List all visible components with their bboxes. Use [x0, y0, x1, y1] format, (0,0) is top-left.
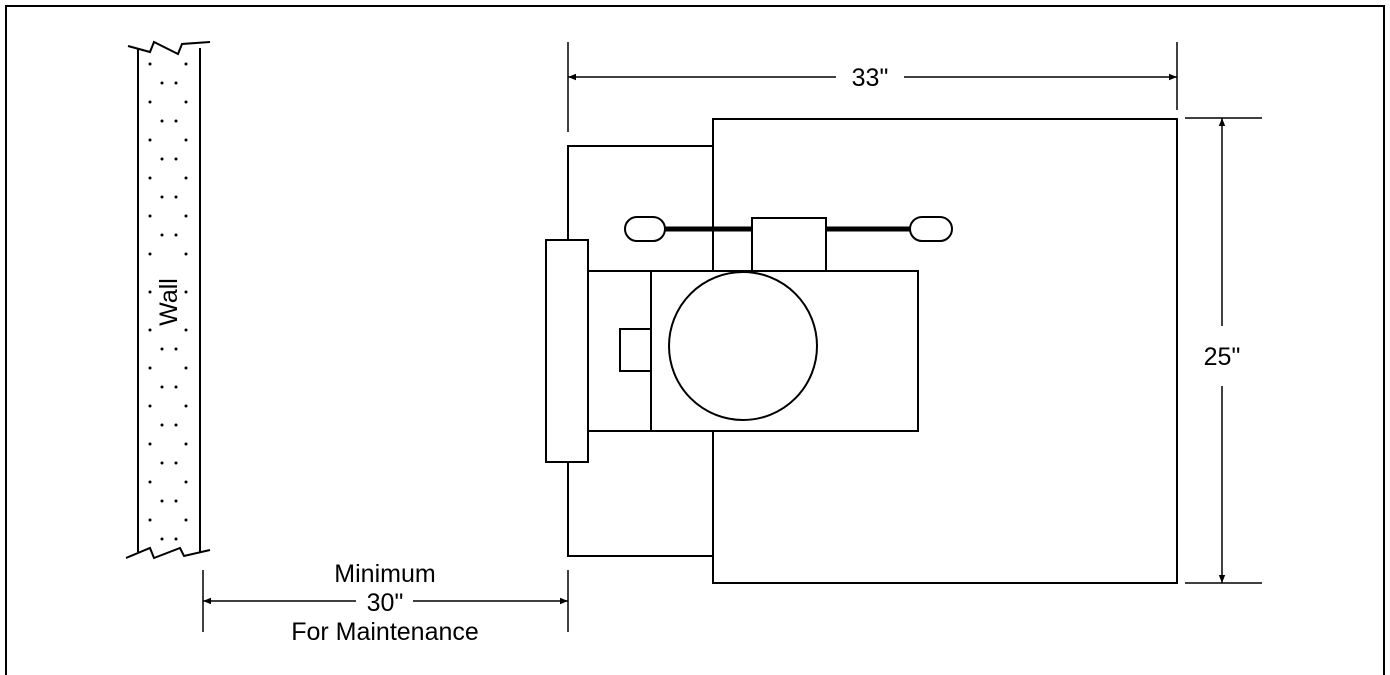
wall-stipple-dot	[148, 100, 152, 104]
wall-stipple-dot	[174, 385, 178, 389]
wall-stipple-dot	[148, 290, 152, 294]
terminal-box	[619, 328, 652, 372]
wall-stipple-dot	[160, 157, 164, 161]
wall-stipple-dot	[174, 347, 178, 351]
wall-stipple-dot	[160, 195, 164, 199]
motor	[668, 271, 818, 421]
wall-stipple-dot	[160, 119, 164, 123]
wall-stipple-dot	[184, 366, 188, 370]
wall-stipple-dot	[174, 81, 178, 85]
maintenance-clearance-dimension: Minimum 30" For Maintenance	[202, 560, 569, 646]
wall-break-bottom	[125, 546, 211, 560]
wall-stipple-dot	[148, 480, 152, 484]
wall-stipple-dot	[148, 518, 152, 522]
float-right	[909, 216, 953, 242]
wall-stipple-dot	[148, 366, 152, 370]
wall-stipple-dot	[148, 404, 152, 408]
wall-label: Wall	[155, 278, 183, 326]
front-access-panel	[545, 239, 589, 463]
wall-stipple-dot	[184, 290, 188, 294]
depth-dimension: 25"	[1185, 117, 1262, 584]
wall-stipple-dot	[184, 404, 188, 408]
float-left	[624, 216, 666, 242]
width-dimension: 33"	[567, 42, 1178, 132]
wall-stipple-dot	[148, 442, 152, 446]
wall-stipple-dot	[184, 214, 188, 218]
wall-stipple-dot	[160, 81, 164, 85]
wall-stipple-dot	[174, 157, 178, 161]
wall-stipple-dot	[184, 480, 188, 484]
clearance-label-minimum: Minimum	[334, 560, 435, 588]
wall-stipple-dot	[184, 518, 188, 522]
wall-stipple-dot	[174, 233, 178, 237]
wall-stipple-dot	[184, 328, 188, 332]
wall-stipple-dot	[174, 499, 178, 503]
wall-stipple-dot	[148, 328, 152, 332]
wall-stipple-dot	[148, 214, 152, 218]
wall-stipple-dot	[174, 119, 178, 123]
wall-stipple-dot	[148, 138, 152, 142]
unit-top-view	[545, 118, 1178, 584]
clearance-label-purpose: For Maintenance	[291, 618, 479, 646]
wall-stipple-dot	[184, 176, 188, 180]
wall-stipple-dot	[174, 195, 178, 199]
wall-stipple-dot	[160, 499, 164, 503]
wall-stipple-dot	[148, 252, 152, 256]
wall-stipple-dot	[160, 537, 164, 541]
wall-stipple-dot	[174, 461, 178, 465]
wall-stipple-dot	[148, 62, 152, 66]
wall-stipple-dot	[174, 537, 178, 541]
wall-stipple	[148, 62, 188, 541]
wall-stipple-dot	[160, 347, 164, 351]
wall-stipple-dot	[184, 100, 188, 104]
width-dimension-label: 33"	[852, 64, 889, 92]
wall-stipple-dot	[160, 385, 164, 389]
wall-stipple-dot	[184, 62, 188, 66]
wall: Wall	[125, 40, 211, 560]
wall-stipple-dot	[184, 252, 188, 256]
wall-break-top	[127, 40, 211, 56]
switch-box	[751, 217, 827, 272]
wall-stipple-dot	[184, 138, 188, 142]
wall-stipple-dot	[174, 423, 178, 427]
wall-stipple-dot	[160, 423, 164, 427]
wall-stipple-dot	[160, 461, 164, 465]
depth-dimension-label: 25"	[1204, 343, 1241, 371]
clearance-label-value: 30"	[367, 589, 404, 617]
wall-stipple-dot	[148, 176, 152, 180]
diagram-frame	[5, 5, 1385, 675]
wall-stipple-dot	[160, 233, 164, 237]
wall-stipple-dot	[184, 442, 188, 446]
